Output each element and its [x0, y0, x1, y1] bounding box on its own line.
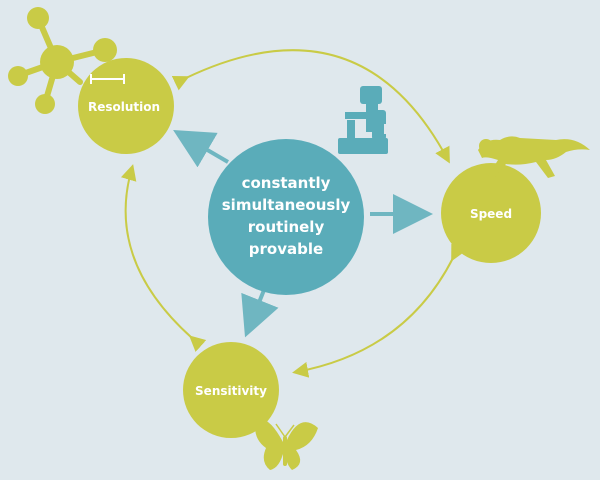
- arrow-center-to-sensitivity: [241, 289, 279, 338]
- center-line-4: provable: [249, 240, 323, 258]
- cycle-arrow-resolution-to-speed: [171, 49, 450, 164]
- node-resolution-label: Resolution: [88, 100, 160, 114]
- cycle-arrow-sensitivity-to-resolution: [120, 164, 207, 352]
- cycle-arrow-speed-to-sensitivity: [292, 243, 466, 378]
- arrow-center-to-resolution: [173, 129, 230, 168]
- butterfly-icon: [255, 418, 318, 470]
- microscope-icon: [338, 86, 390, 154]
- center-line-3: routinely: [248, 218, 325, 236]
- center-line-2: simultaneously: [222, 196, 351, 214]
- cheetah-icon: [478, 136, 590, 178]
- molecule-icon: [8, 7, 117, 114]
- node-speed-label: Speed: [470, 207, 512, 221]
- scale-bar-icon: [90, 74, 125, 84]
- node-center: constantly simultaneously routinely prov…: [208, 139, 364, 295]
- node-sensitivity: Sensitivity: [183, 342, 279, 438]
- node-sensitivity-label: Sensitivity: [195, 384, 267, 398]
- node-resolution: Resolution: [78, 58, 174, 154]
- node-speed: Speed: [441, 163, 541, 263]
- center-line-1: constantly: [242, 174, 331, 192]
